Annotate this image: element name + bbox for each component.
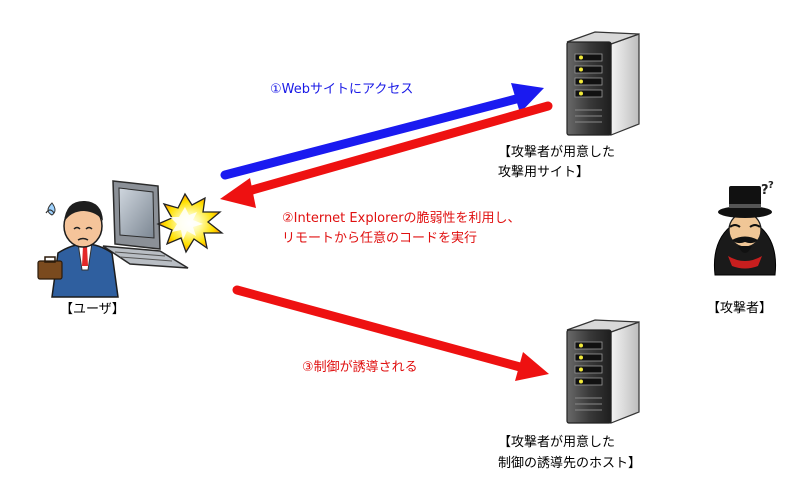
- step1-label: ①Webサイトにアクセス: [270, 82, 413, 97]
- user-with-laptop-icon: [37, 180, 189, 298]
- svg-text:?: ?: [761, 183, 769, 198]
- svg-text:?: ?: [768, 180, 774, 191]
- attacker-icon: ? ?: [705, 179, 782, 291]
- arrow-control-shaft: [232, 285, 525, 372]
- user-label: 【ユーザ】: [60, 302, 125, 317]
- control-host-label-line1: 【攻撃者が用意した: [498, 434, 615, 450]
- arrow-access-shaft: [220, 93, 525, 180]
- explosion-icon: [156, 192, 224, 254]
- attack-site-label-line1: 【攻撃者が用意した: [498, 144, 615, 160]
- attacker-label: 【攻撃者】: [707, 300, 772, 316]
- arrow-exploit-head: [220, 178, 256, 208]
- arrow-access: [220, 83, 544, 180]
- arrow-exploit-shaft: [240, 101, 553, 197]
- step3-label: ③制御が誘導される: [302, 360, 418, 375]
- arrow-control: [232, 285, 549, 381]
- attack-site-label-line2: 攻撃用サイト】: [498, 164, 589, 180]
- control-host-server-icon: [566, 319, 640, 424]
- arrow-access-head: [511, 83, 544, 113]
- arrow-exploit: [220, 101, 553, 208]
- laptop-icon: [102, 180, 189, 269]
- arrow-control-head: [515, 352, 549, 381]
- attack-site-server-icon: [566, 31, 640, 136]
- control-host-label-line2: 制御の誘導先のホスト】: [498, 456, 641, 471]
- step2-label-line1: ②Internet Explorerの脆弱性を利用し、: [282, 210, 521, 226]
- step2-label-line2: リモートから任意のコードを実行: [282, 230, 477, 246]
